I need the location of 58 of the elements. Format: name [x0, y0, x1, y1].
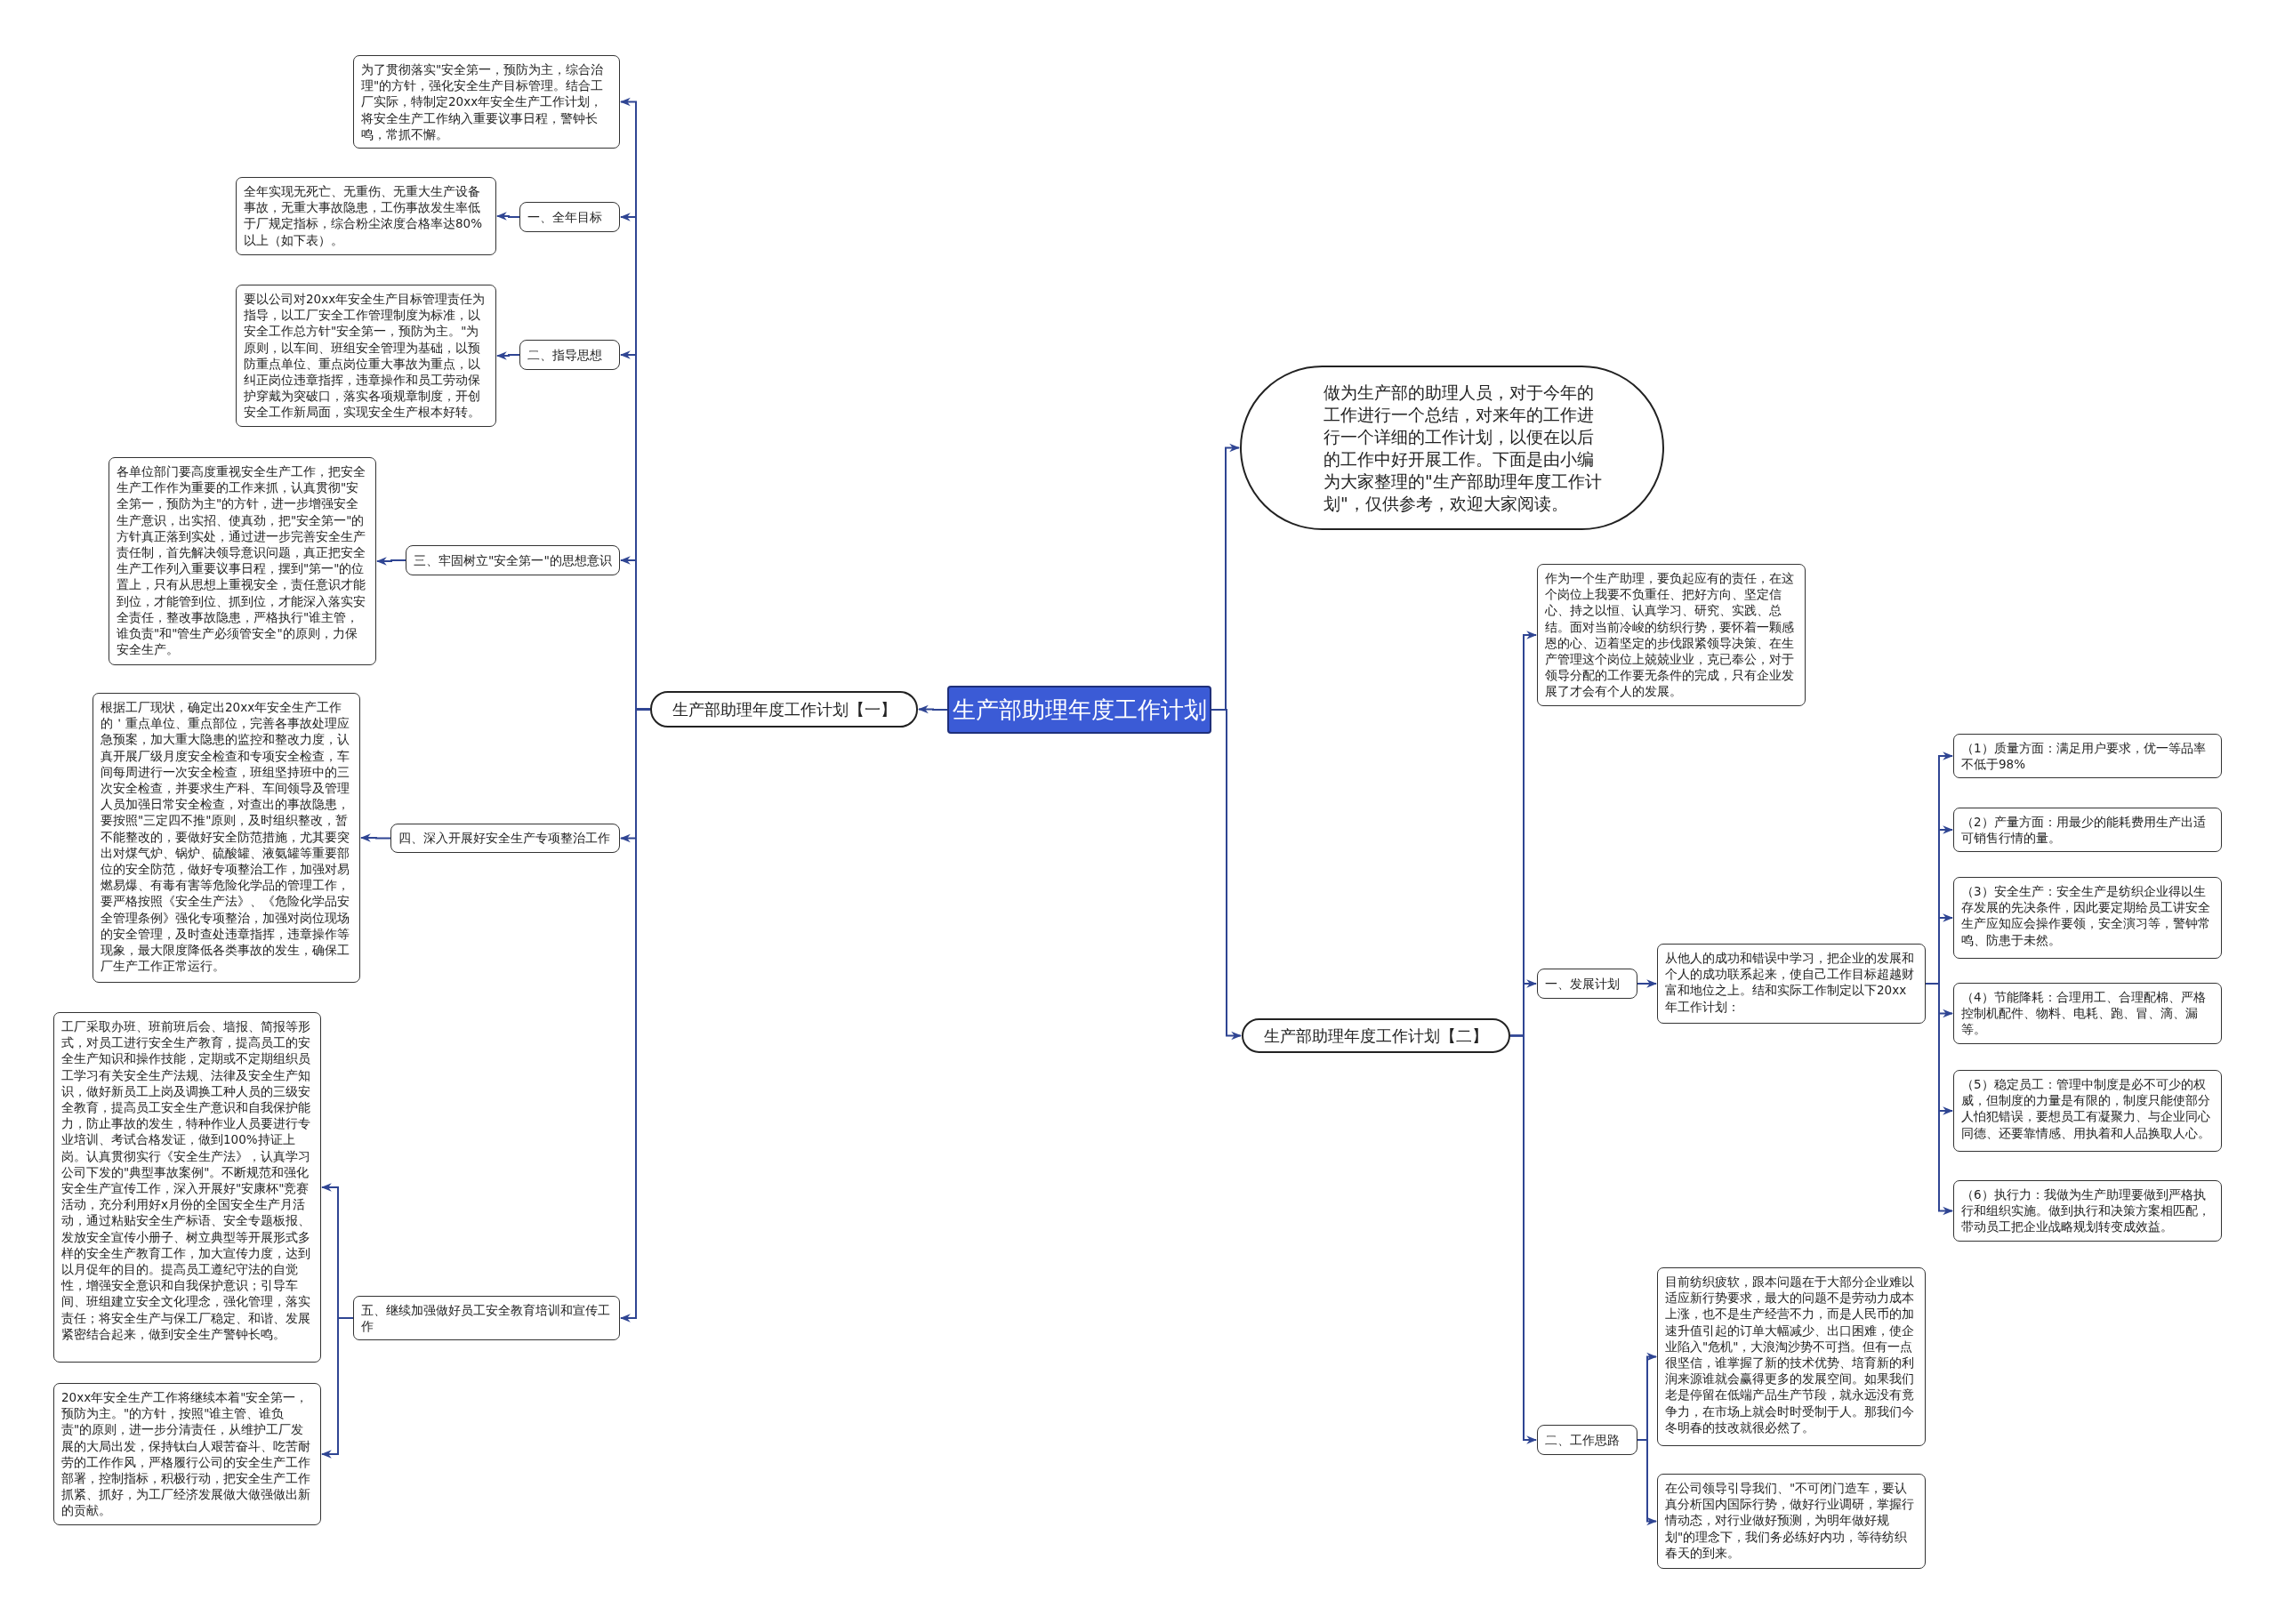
- connector-arrow: [375, 557, 406, 566]
- paragraph: （5）稳定员工：管理中制度是必不可少的权威，但制度的力量是有限的，制度只能使部分人怕犯错误，要想员工有凝聚力、与企业同心同德、还要靠情感、用执着和人品换取人心。: [1961, 1076, 2211, 1141]
- paragraph: 五、继续加强做好员工安全教育培训和宣传工作: [361, 1302, 611, 1335]
- paragraph: （4）节能降耗：合理用工、合理配棉、严格控制机配件、物料、电耗、跑、冒、滴、漏等。: [1961, 989, 2207, 1038]
- root-node: [947, 686, 1211, 734]
- topic-label: 三、牢固树立"安全第一"的思想意识: [414, 552, 612, 568]
- intro-paragraph: 做为生产部的助理人员，对于今年的工作进行一个总结，对来年的工作进行一个详细的工作计划，以便在以后的工作中好开展工作。下面是由小编为大家整理的"生产部助理年度工作计划"，仅供参考，欢迎大家阅读。: [1324, 381, 1603, 515]
- text-box: [1953, 808, 2222, 853]
- paragraph: 为了贯彻落实"安全第一，预防为主，综合治理"的方针，强化安全生产目标管理。结合工厂实际，特制定20xx年安全生产工作计划，将安全生产工作纳入重要议事日程，警钟长鸣，常抓不懈。: [361, 61, 605, 142]
- paragraph: 要以公司对20xx年安全生产目标管理责任为指导，以工厂安全工作管理制度为标准，以安全工作总方针"安全第一，预防为主。"为原则，以车间、班组安全管理为基础，以预防重点单位、重点岗位重大事故为重点，以纠正岗位违章指挥，违章操作和员工劳动保护穿戴为突破口，落实各项规章制度，开创安全工作新局面，实现安全生产根本好转。: [244, 291, 487, 421]
- text-box: [1953, 734, 2222, 779]
- paragraph: 作为一个生产助理，要负起应有的责任，在这个岗位上我要不负重任、把好方向、坚定信心、持之以恒、认真学习、研究、实践、总结。面对当前冷峻的纺织行势，要怀着一颗感恩的心、迈着坚定的步伐跟紧领导决策、在生产管理这个岗位上兢兢业业，克已奉公，对于领导分配的工作要无条件的完成，只有企业发展了才会有个人的发展。: [1545, 570, 1795, 700]
- paragraph: 20xx年安全生产工作将继续本着"安全第一，预防为主。"的方针，按照"谁主管、谁负责"的原则，进一步分清责任，从维护工厂发展的大局出发，保持钛白人艰苦奋斗、吃苦耐劳的工作作风，严格履行公司的安全生产工作部署，控制指标，积极行动，把安全生产工作抓紧、抓好，为工厂经济发展做大做强做出新的贡献。: [61, 1389, 311, 1519]
- paragraph: 工厂采取办班、班前班后会、墙报、简报等形式，对员工进行安全生产教育，提高员工的安全生产知识和操作技能，定期或不定期组织员工学习有关安全生产法规、法律及安全生产知识，做好新员工上岗及调换工种人员的三级安全教育，提高员工安全生产意识和自我保护能力，防止事故的发生，特种作业人员要进行专业培训、考试合格发证，做到100%持证上岗。认真贯彻实行《安全生产法》，认真学习公司下发的"典型事故案例"。不断规范和强化安全生产宣传工作，深入开展好"安康杯"竞赛活动，充分利用好x月份的全国安全生产月活动，通过粘贴安全生产标语、安全专题板报、发放安全宣传小册子、树立典型等开展形式多样的安全生产教育工作，加大宣传力度，达到以月促年的目的。提高员工遵纪守法的自觉性，增强安全意识和自我保护意识；引导车间、班组建立安全文化理念，强化管理，落实责任；将安全生产与保工厂稳定、和谐、发展紧密结合起来，做到安全生产警钟长鸣。: [61, 1018, 311, 1343]
- paragraph: （3）安全生产：安全生产是纺织企业得以生存发展的先决条件，因此要定期给员工讲安全生产应知应会操作要领，安全演习等，警钟常鸣、防患于未然。: [1961, 883, 2211, 948]
- connector-arrow: [917, 704, 948, 714]
- branch-node: [1242, 1018, 1510, 1053]
- branch-title: 生产部助理年度工作计划【一】: [672, 698, 897, 720]
- text-box: [1657, 1267, 1926, 1446]
- text-box: [1537, 564, 1806, 706]
- branch-node: [650, 691, 918, 728]
- paragraph: （6）执行力：我做为生产助理要做到严格执行和组织实施。做到执行和决策方案相匹配，带动员工把企业战略规划转变成效益。: [1961, 1186, 2211, 1235]
- topic-box: [519, 202, 620, 232]
- topic-label: 四、深入开展好安全生产专项整治工作: [398, 831, 610, 846]
- paragraph: 目前纺织疲软，跟本问题在于大部分企业难以适应新行势要求，最大的问题不是劳动力成本上涨，也不是生产经营不力，而是人民币的加速升值引起的订单大幅减少、出口困难，使企业陷入"危机"，大浪淘沙势不可挡。但有一点很坚信，谁掌握了新的技术优势、培育新的利润来源谁就会赢得更多的发展空间。如果我们老是停留在低端产品生产节段，就永远没有竟争力，在市场上就会时时受制于人。那我们今冬明春的技改就很必然了。: [1665, 1274, 1915, 1436]
- topic-label: 一、全年目标: [527, 209, 602, 225]
- connector-arrow: [1637, 979, 1658, 988]
- topic-label: 二、工作思路: [1545, 1432, 1620, 1448]
- paragraph: （2）产量方面：用最少的能耗费用生产出适可销售行情的量。: [1961, 814, 2207, 847]
- topic-label: 一、发展计划: [1545, 976, 1620, 992]
- text-box: [1953, 983, 2222, 1044]
- topic-label: 二、指导思想: [527, 347, 602, 363]
- text-box: [1953, 1070, 2222, 1152]
- text-box: [353, 55, 620, 149]
- topic-box: [519, 340, 620, 370]
- paragraph: 根据工厂现状，确定出20xx年安全生产工作的＇重点单位、重点部位，完善各事故处理应急预案，加大重大隐患的监控和整改力度，认真开展厂级月度安全检查和专项安全检查，车间每周进行一次安全检查，班组坚持班中的三次安全检查，并要求生产科、车间领导及管理人员加强日常安全检查，对查出的事故隐患，要按照"三定四不推"原则，及时组织整改，暂不能整改的，要做好安全防范措施，尤其要突出对煤气炉、锅炉、硫酸罐、液氨罐等重要部位的安全防范，做好专项整治工作，加强对易燃易爆、有毒有害等危险化学品的管理工作，要严格按照《安全生产法》、《危险化学品安全管理条例》强化专项整治，加强对岗位现场的安全管理，及时查处违章指挥，违章操作等现象，最大限度降低各类事故的发生，确保工厂生产工作正常运行。: [101, 699, 350, 975]
- connector-arrow: [1925, 983, 1954, 1216]
- paragraph: 从他人的成功和错误中学习，把企业的发展和个人的成功联系起来，使自己工作目标超越财富和地位之上。结和实际工作制定以下20xx年工作计划：: [1665, 950, 1915, 1015]
- branch-title: 生产部助理年度工作计划【二】: [1264, 1025, 1488, 1047]
- topic-box: [1537, 1425, 1637, 1455]
- topic-box: [1537, 969, 1637, 999]
- paragraph: 各单位部门要高度重视安全生产工作，把安全生产工作作为重要的工作来抓，认真贯彻"安全第一，预防为主"的方针，进一步增强安全生产意识，出实招、使真劲，把"安全第一"的方针真正落到实处，通过进一步完善安全生产责任制，首先解决领导意识问题，真正把安全生产工作列入重要议事日程，摆到"第一"的位置上，只有从思想上重视安全，责任意识才能到位，才能管到位、抓到位，才能深入落实安全责任，整改事故隐患，严格执行"谁主管，谁负责"和"管生产必须管安全"的原则，力保安全生产。: [117, 463, 366, 658]
- text-box: [1953, 1180, 2222, 1242]
- connector-arrow: [359, 833, 391, 842]
- text-box: [1657, 1474, 1926, 1569]
- connector-arrow: [1509, 1034, 1538, 1444]
- text-box: [236, 177, 496, 255]
- topic-box: [390, 824, 620, 853]
- paragraph: （1）质量方面：满足用户要求，优一等品率不低于98%: [1961, 740, 2207, 773]
- paragraph: 全年实现无死亡、无重伤、无重大生产设备事故，无重大事故隐患，工伤事故发生率低于厂规定指标，综合粉尘浓度合格率达80%以上（如下表）。: [244, 183, 483, 248]
- connector-arrow: [495, 212, 520, 221]
- text-box: [353, 1296, 620, 1341]
- connector-arrow: [495, 351, 520, 360]
- text-box: [1657, 944, 1926, 1024]
- topic-box: [406, 545, 620, 575]
- root-title: 生产部助理年度工作计划: [952, 695, 1207, 725]
- text-box: [1953, 877, 2222, 959]
- paragraph: 在公司领导引导我们、"不可闭门造车，要认真分析国内国际行势，做好行业调研，掌握行情动态，对行业做好预测，为明年做好规划"的理念下，我们务必练好内功，等待纺织春天的到来。: [1665, 1480, 1915, 1561]
